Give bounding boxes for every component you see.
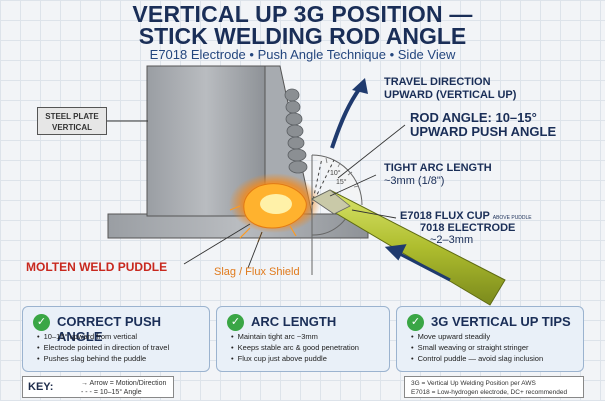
note-line-3g: 3G = Vertical Up Welding Position per AW… bbox=[411, 380, 536, 387]
list-item: Keeps stable arc & good penetration bbox=[231, 342, 359, 353]
panel-title: ARC LENGTH bbox=[251, 314, 337, 329]
list-item: Flux cup just above puddle bbox=[231, 353, 359, 364]
panel-list: 10–15° upward from vertical Electrode po… bbox=[37, 331, 170, 364]
steel-plate-label: STEEL PLATE VERTICAL bbox=[37, 107, 107, 135]
subtitle: E7018 Electrode • Push Angle Technique •… bbox=[0, 47, 605, 62]
subtitle-view: Side View bbox=[397, 47, 456, 62]
key-title: KEY: bbox=[28, 381, 54, 393]
list-item: 10–15° upward from vertical bbox=[37, 331, 169, 342]
check-icon: ✓ bbox=[407, 314, 424, 331]
check-icon: ✓ bbox=[227, 314, 244, 331]
arc-length-label-1: TIGHT ARC LENGTH bbox=[384, 162, 492, 174]
molten-puddle-label: MOLTEN WELD PUDDLE bbox=[26, 260, 168, 274]
list-item: Move upward steadily bbox=[411, 331, 543, 342]
travel-arrowhead bbox=[352, 78, 368, 94]
rod-angle-label-2: UPWARD PUSH ANGLE bbox=[410, 124, 557, 139]
list-item: Pushes slag behind the puddle bbox=[37, 353, 169, 364]
slag-shield-label: Slag / Flux Shield bbox=[214, 266, 300, 278]
flux-cup-label-2: 7018 ELECTRODE bbox=[420, 222, 516, 234]
key-line-angle: - - - = 10–15° Angle bbox=[81, 389, 142, 396]
angle-10-label: 10° bbox=[330, 170, 341, 177]
check-icon: ✓ bbox=[33, 314, 50, 331]
flux-cup-label-1: E7018 FLUX CUP ABOVE PUDDLE bbox=[400, 210, 532, 225]
panel-push-angle: ✓ CORRECT PUSH ANGLE 10–15° upward from … bbox=[22, 306, 210, 372]
rod-angle-label-1: ROD ANGLE: 10–15° bbox=[410, 110, 537, 125]
weld-bead bbox=[284, 88, 308, 174]
subtitle-sep-2: • bbox=[385, 47, 398, 62]
flux-cup-title: E7018 FLUX CUP bbox=[400, 210, 490, 222]
notes-box: 3G = Vertical Up Welding Position per AW… bbox=[404, 376, 584, 398]
panel-list: Maintain tight arc ~3mm Keeps stable arc… bbox=[231, 331, 359, 364]
list-item: Electrode pointed in direction of travel bbox=[37, 342, 170, 353]
list-item: Small weaving or straight stringer bbox=[411, 342, 543, 353]
travel-direction-label-2: UPWARD (VERTICAL UP) bbox=[384, 89, 517, 101]
list-item: Maintain tight arc ~3mm bbox=[231, 331, 359, 342]
key-line-arrow: → Arrow = Motion/Direction bbox=[81, 380, 167, 387]
angle-15-label: 15° bbox=[336, 179, 347, 186]
key-lines: → Arrow = Motion/Direction - - - = 10–15… bbox=[81, 379, 166, 397]
electrode-arrow bbox=[384, 244, 451, 282]
travel-arrow bbox=[330, 86, 362, 149]
panel-arc-length: ✓ ARC LENGTH Maintain tight arc ~3mm Kee… bbox=[216, 306, 390, 372]
protractor-ticks bbox=[325, 157, 360, 188]
subtitle-electrode: E7018 Electrode bbox=[149, 47, 246, 62]
key-legend: KEY: → Arrow = Motion/Direction - - - = … bbox=[22, 376, 174, 398]
note-line-e7018: E7018 = Low-hydrogen electrode, DC+ reco… bbox=[411, 389, 568, 396]
panel-list: Move upward steadily Small weaving or st… bbox=[411, 331, 544, 364]
travel-direction-label-1: TRAVEL DIRECTION bbox=[384, 76, 491, 88]
subtitle-technique: Push Angle Technique bbox=[257, 47, 386, 62]
panel-title: 3G VERTICAL UP TIPS bbox=[431, 314, 571, 329]
panel-vertical-up-tips: ✓ 3G VERTICAL UP TIPS Move upward steadi… bbox=[396, 306, 584, 372]
subtitle-sep-1: • bbox=[245, 47, 258, 62]
list-item: Control puddle — avoid slag inclusion bbox=[411, 353, 544, 364]
flux-cup-label-3: ~2–3mm bbox=[430, 234, 474, 246]
page-title-line2: STICK WELDING ROD ANGLE bbox=[138, 23, 467, 49]
electrode bbox=[310, 189, 506, 306]
page-title-line1: VERTICAL UP 3G POSITION — bbox=[132, 1, 473, 27]
flux-cup-small: ABOVE PUDDLE bbox=[492, 215, 532, 221]
leader-lines bbox=[107, 120, 406, 269]
arc-length-label-2: ~3mm (1/8") bbox=[384, 175, 445, 187]
